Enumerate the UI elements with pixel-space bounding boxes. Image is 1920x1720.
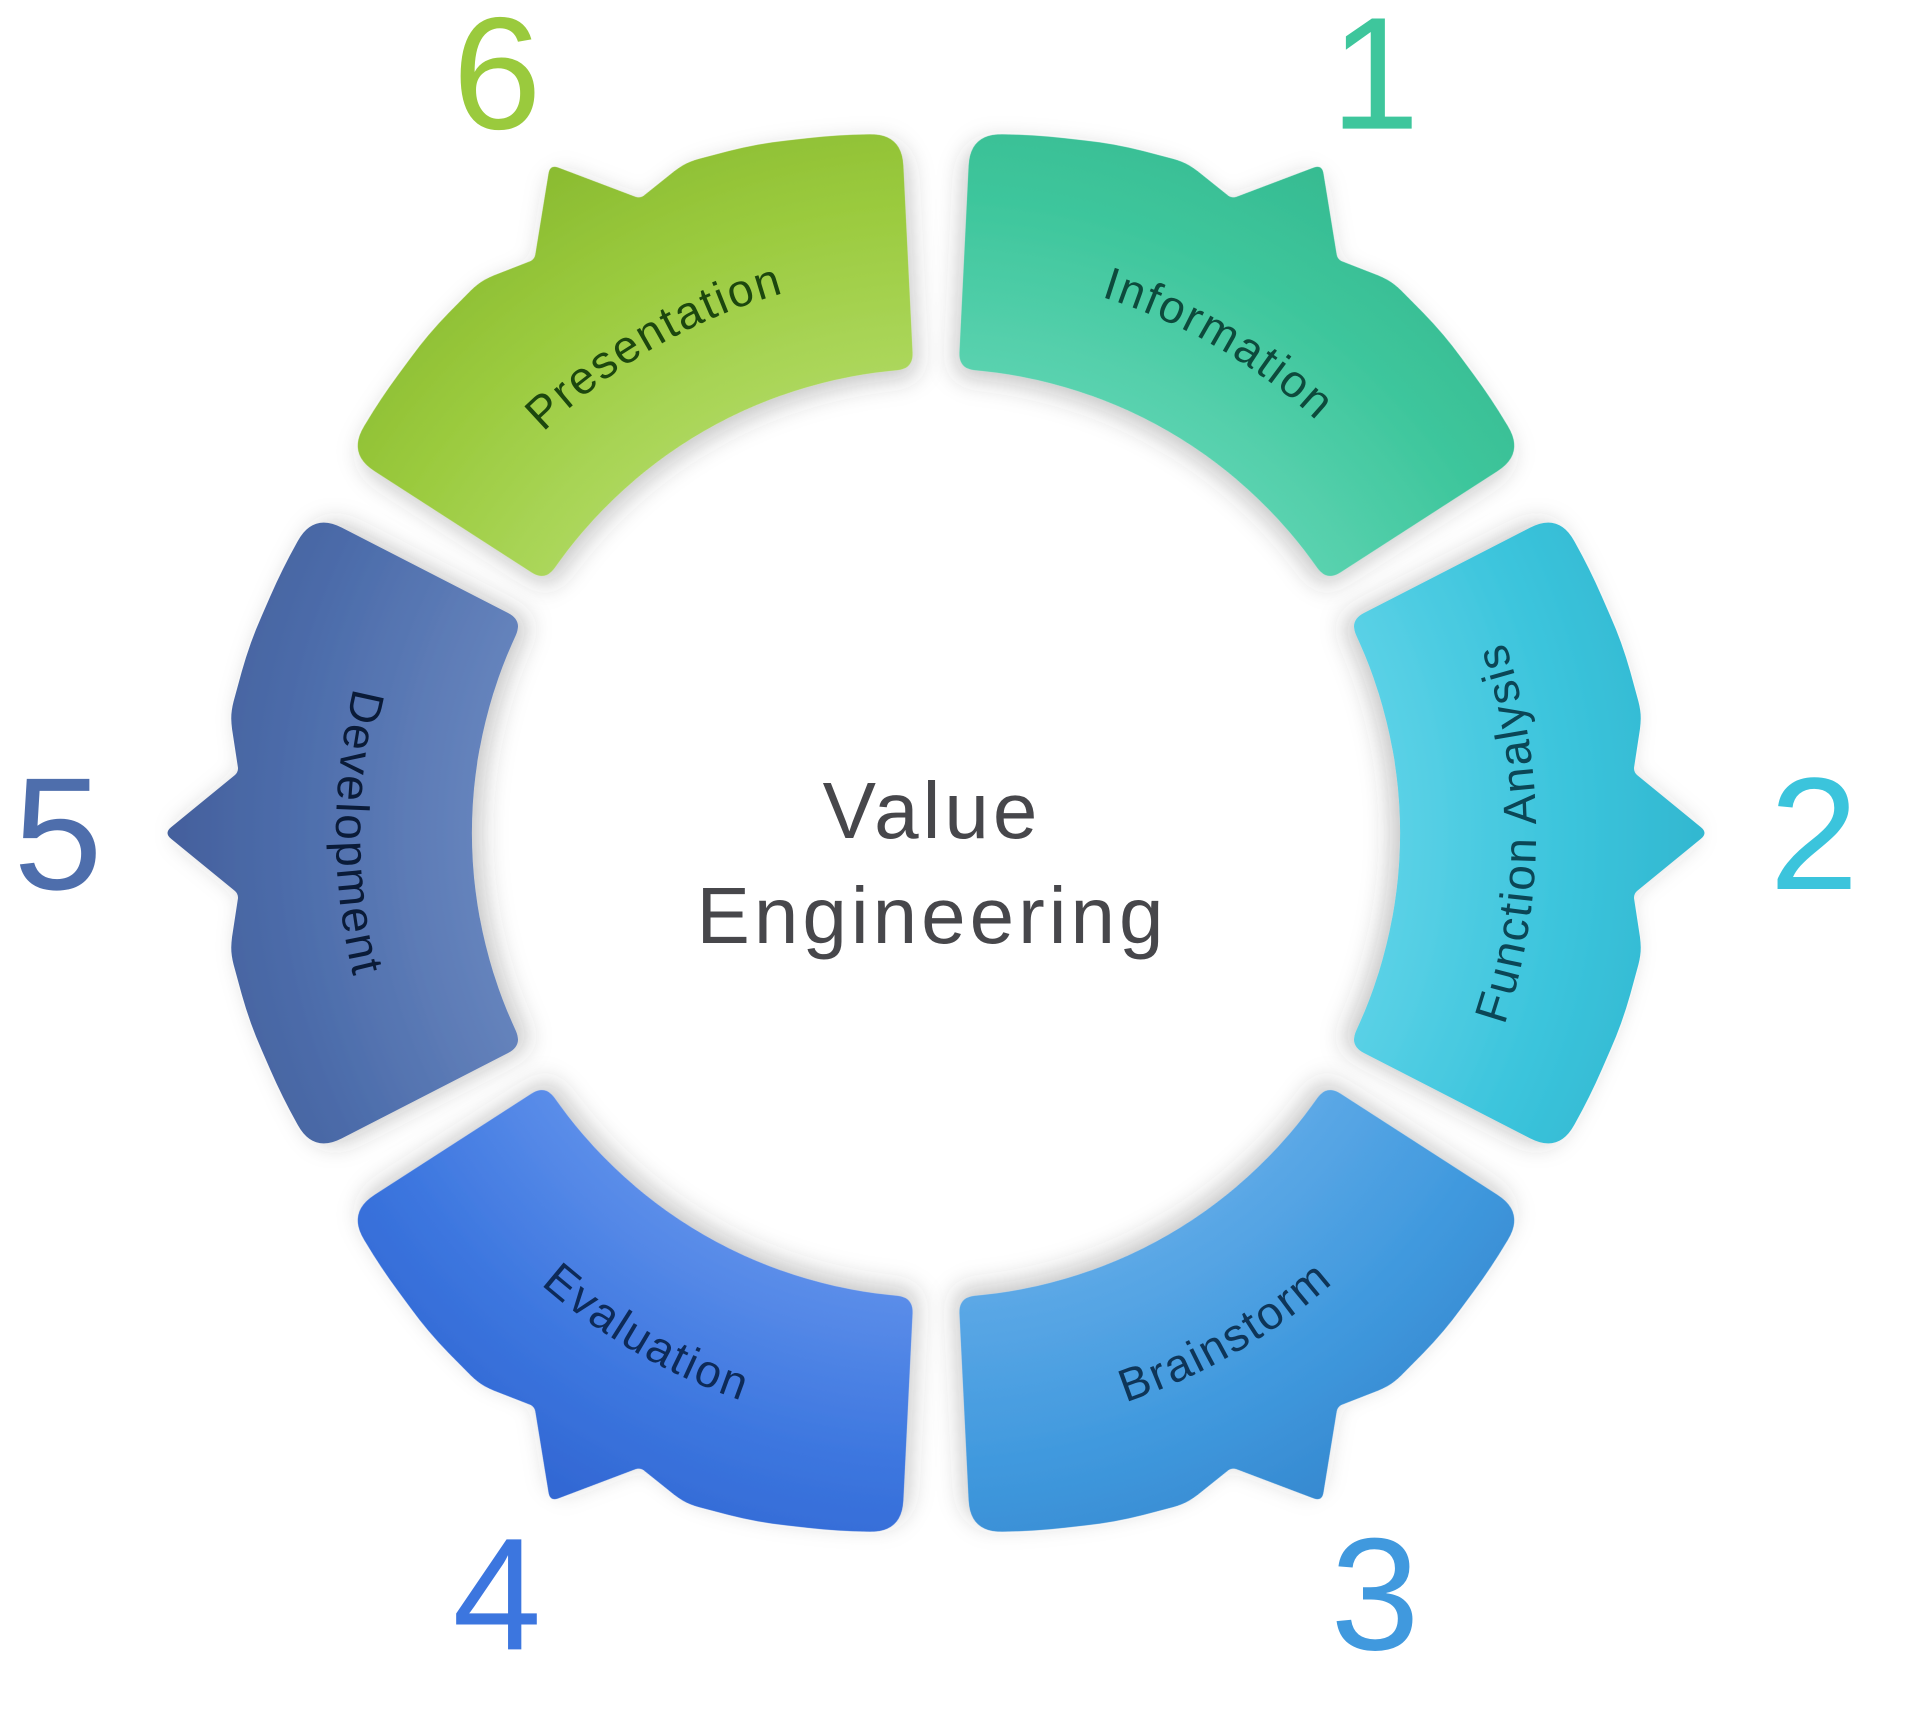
segment-shape-presentation <box>357 134 913 576</box>
center-title-line1: Value <box>823 766 1042 855</box>
step-number-3: 3 <box>1331 1504 1420 1683</box>
segment-shape-function-analysis <box>1354 522 1705 1144</box>
segment-shape-development <box>167 522 518 1144</box>
step-number-6: 6 <box>453 0 542 163</box>
step-number-1: 1 <box>1331 0 1420 163</box>
step-number-2: 2 <box>1770 744 1859 923</box>
segments-layer <box>167 134 1705 1532</box>
segment-shape-information <box>959 134 1515 576</box>
step-number-4: 4 <box>453 1504 542 1683</box>
segment-shape-brainstorm <box>959 1090 1515 1532</box>
step-numbers-layer: 1 2 3 4 5 6 <box>14 0 1859 1683</box>
center-title: Value Engineering <box>697 766 1168 960</box>
step-number-5: 5 <box>14 744 103 923</box>
segment-shape-evaluation <box>357 1090 913 1532</box>
center-title-line2: Engineering <box>697 871 1168 960</box>
